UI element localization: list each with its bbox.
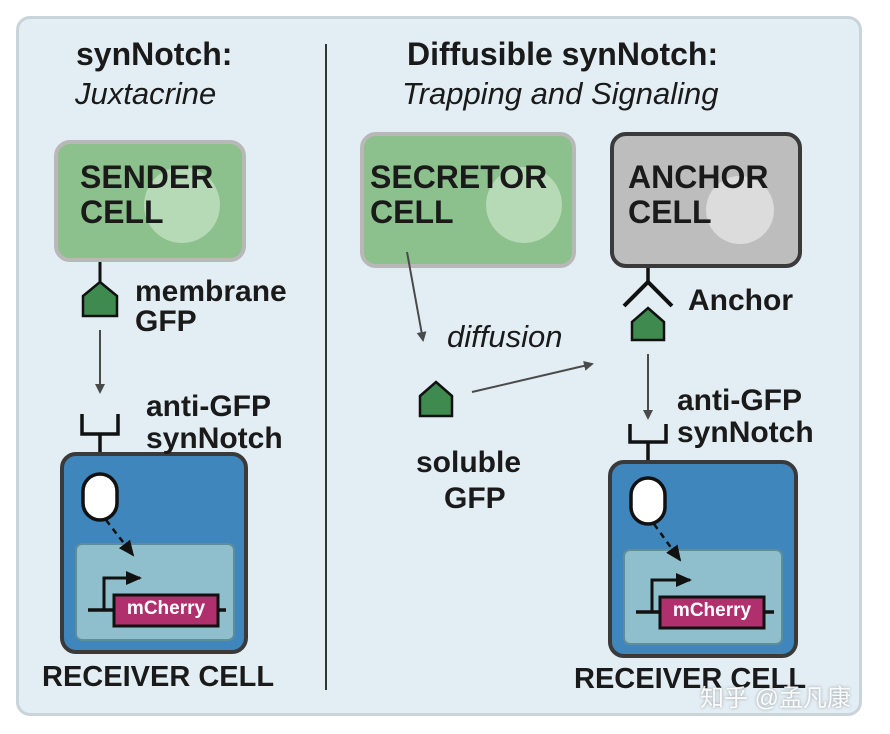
- right-subtitle: Trapping and Signaling: [402, 76, 719, 111]
- anchor-cell-label-line1: ANCHOR: [628, 159, 769, 195]
- anchor-cell-shape: [610, 132, 802, 268]
- sender-cell-label-line2: CELL: [80, 194, 164, 230]
- receptor-label-right-line1: anti-GFP: [677, 384, 802, 417]
- promoter-arrow-left: [102, 571, 142, 610]
- secretor-cell-label-line2: CELL: [370, 194, 454, 230]
- sender-cell-label-line1: SENDER: [80, 159, 214, 195]
- receptor-label-left-line2: synNotch: [146, 422, 283, 455]
- soluble-gfp-icon: [418, 380, 454, 418]
- anchor-cell-label-line2: CELL: [628, 194, 712, 230]
- receptor-body-right: [629, 476, 667, 526]
- receptor-label-right-line2: synNotch: [677, 416, 814, 449]
- membrane-gfp-icon: [81, 280, 119, 318]
- soluble-gfp-label-line2: GFP: [444, 482, 506, 515]
- watermark: 知乎 @孟凡康: [700, 685, 852, 712]
- synnotch-receptor-right: [628, 424, 668, 444]
- synnotch-receptor-left: [80, 414, 120, 436]
- receptor-body-left: [81, 472, 119, 522]
- diffusion-label: diffusion: [447, 319, 563, 354]
- left-subtitle: Juxtacrine: [75, 76, 217, 111]
- anchor-label: Anchor: [688, 284, 793, 317]
- membrane-gfp-label-line2: GFP: [135, 305, 197, 338]
- promoter-arrow-right: [650, 573, 692, 612]
- receptor-label-left-line1: anti-GFP: [146, 390, 271, 423]
- left-title: synNotch:: [76, 36, 233, 72]
- signal-arrow-left: [105, 519, 135, 557]
- receiver-cell-label-right: RECEIVER CELL: [574, 663, 807, 695]
- secretion-arrow: [406, 251, 427, 342]
- sender-cell-shape: [54, 140, 246, 262]
- secretor-cell-label-line1: SECRETOR: [370, 159, 548, 195]
- mcherry-label-right: mCherry: [672, 600, 752, 621]
- diffusion-arrow: [471, 360, 594, 393]
- anchor-icon: [622, 279, 674, 308]
- trapped-gfp-icon: [630, 306, 666, 342]
- receiver-cell-label-left: RECEIVER CELL: [42, 661, 275, 693]
- mcherry-box-right: [658, 595, 766, 630]
- mcherry-box-left: [112, 593, 220, 628]
- secretor-cell-shape: [360, 132, 576, 268]
- mcherry-label-left: mCherry: [126, 598, 206, 619]
- soluble-gfp-label-line1: soluble: [416, 446, 522, 479]
- membrane-gfp-label-line1: membrane: [135, 275, 287, 308]
- right-title: Diffusible synNotch:: [407, 36, 719, 72]
- signal-arrow-right: [652, 523, 682, 562]
